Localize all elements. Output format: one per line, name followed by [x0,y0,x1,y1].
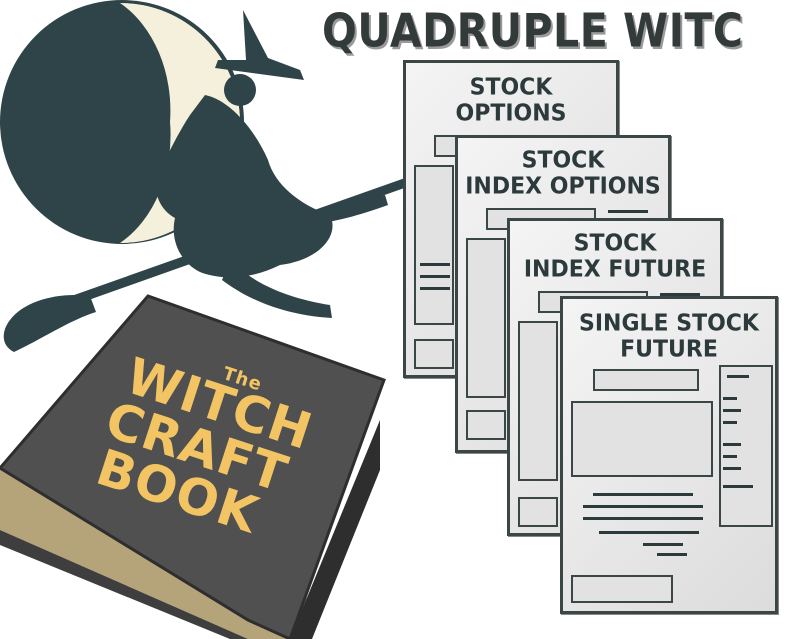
document-text-line [723,397,737,400]
document-field [414,339,454,369]
document-text-line [420,275,450,278]
document-text-line [420,263,450,266]
document-title-line1: STOCK [469,74,553,101]
document-field [571,575,673,603]
document-title-line1: STOCK [573,230,657,257]
document-field [466,410,506,440]
document-text-line [723,409,741,412]
document-title-line1: STOCK [521,147,605,174]
document-field [414,165,454,325]
document-field [518,497,558,527]
document-text-line [723,455,737,458]
document-text-line [583,517,703,520]
document-text-line [723,467,741,470]
document-text-line [723,421,737,424]
document-single-stock-future: SINGLE STOCK FUTURE [560,296,778,614]
document-field [719,365,773,527]
document-field [518,321,558,481]
document-field [571,401,713,477]
document-text-line [660,293,700,296]
document-text-line [643,543,683,546]
witch-on-broom-icon [3,10,410,352]
document-title-line2: FUTURE [620,336,718,363]
document-title-line2: OPTIONS [455,100,567,127]
document-field [593,369,699,391]
document-field [466,238,506,398]
document-text-line [583,505,703,508]
page-title: QUADRUPLE WITC [322,4,744,58]
document-title-line2: INDEX FUTURE [523,256,707,283]
document-text-line [723,443,741,446]
document-text-line [608,210,648,213]
document-text-line [420,287,450,290]
document-text-line [593,493,693,496]
document-text-line [599,531,699,534]
document-title-line1: SINGLE STOCK [579,310,759,337]
document-title-line2: INDEX OPTIONS [465,173,661,200]
document-text-line [657,553,687,556]
document-text-line [723,485,753,488]
document-text-line [727,375,749,378]
